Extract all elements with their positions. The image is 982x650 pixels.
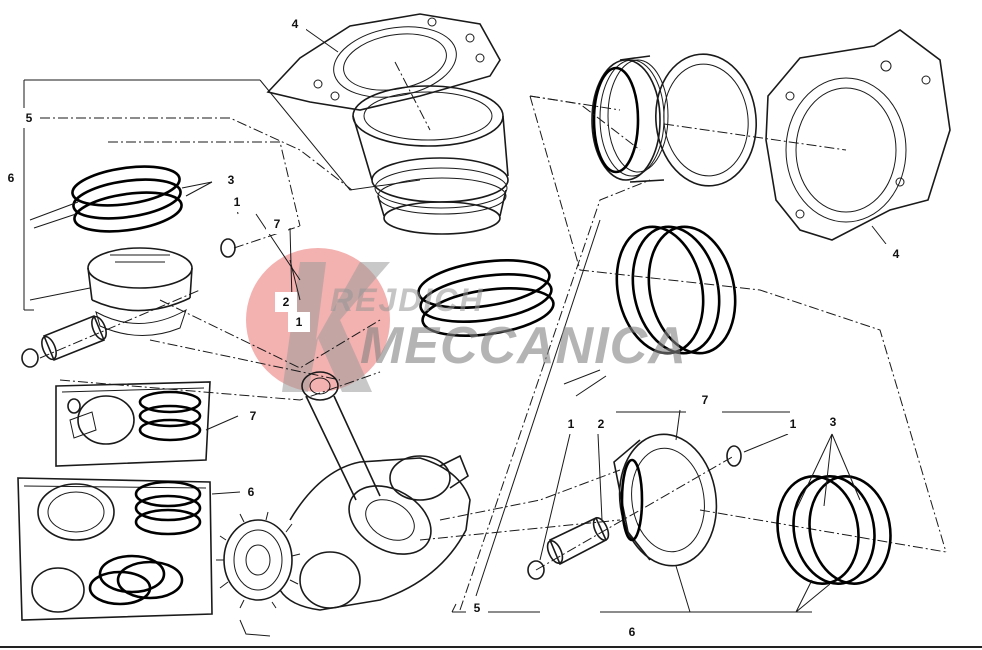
callout-6-box: 6 — [240, 482, 262, 502]
callout-6-right: 6 — [621, 622, 643, 642]
callout-2-left: 2 — [275, 292, 297, 312]
bottom-border — [0, 646, 982, 648]
piston-pin-right — [546, 516, 610, 566]
piston-ring-set-right — [776, 475, 892, 585]
callout-2-right: 2 — [590, 414, 612, 434]
piston-ring-set-right-middle — [615, 225, 737, 355]
callout-4-top: 4 — [284, 14, 306, 34]
piston-rings-left — [71, 165, 183, 233]
callout-1-right-b: 1 — [782, 414, 804, 434]
callout-3-right: 3 — [822, 412, 844, 432]
circlip-right — [527, 445, 742, 580]
connecting-rod — [301, 371, 432, 555]
callout-7-right: 7 — [694, 390, 716, 410]
callout-7-left: 7 — [266, 214, 288, 234]
cylinder-right — [591, 53, 758, 187]
cylinder-head-gasket-right — [765, 29, 951, 241]
callout-7-box: 7 — [242, 406, 264, 426]
callout-1-left-b: 1 — [288, 312, 310, 332]
watermark-logo-k — [282, 262, 390, 392]
watermark-line-1: REJDICH — [330, 282, 485, 318]
callout-1-right-a: 1 — [560, 414, 582, 434]
callout-1-left: 1 — [226, 192, 248, 212]
callout-5-left: 5 — [18, 108, 40, 128]
callout-4-right: 4 — [885, 244, 907, 264]
callout-6-left: 6 — [0, 168, 22, 188]
watermark-line-2: MECCANICA — [360, 317, 687, 375]
callout-3-left: 3 — [220, 170, 242, 190]
cylinder-left — [352, 85, 509, 235]
callout-5-right: 5 — [466, 598, 488, 618]
piston-left — [87, 247, 193, 336]
circlip-left — [21, 238, 236, 368]
piston-right — [613, 433, 718, 567]
cylinder-kit-box-6 — [17, 477, 213, 621]
piston-ring-set-left — [417, 259, 555, 337]
piston-pin-left — [41, 314, 107, 362]
piston-kit-box-7 — [55, 381, 211, 467]
crankshaft — [216, 454, 471, 637]
